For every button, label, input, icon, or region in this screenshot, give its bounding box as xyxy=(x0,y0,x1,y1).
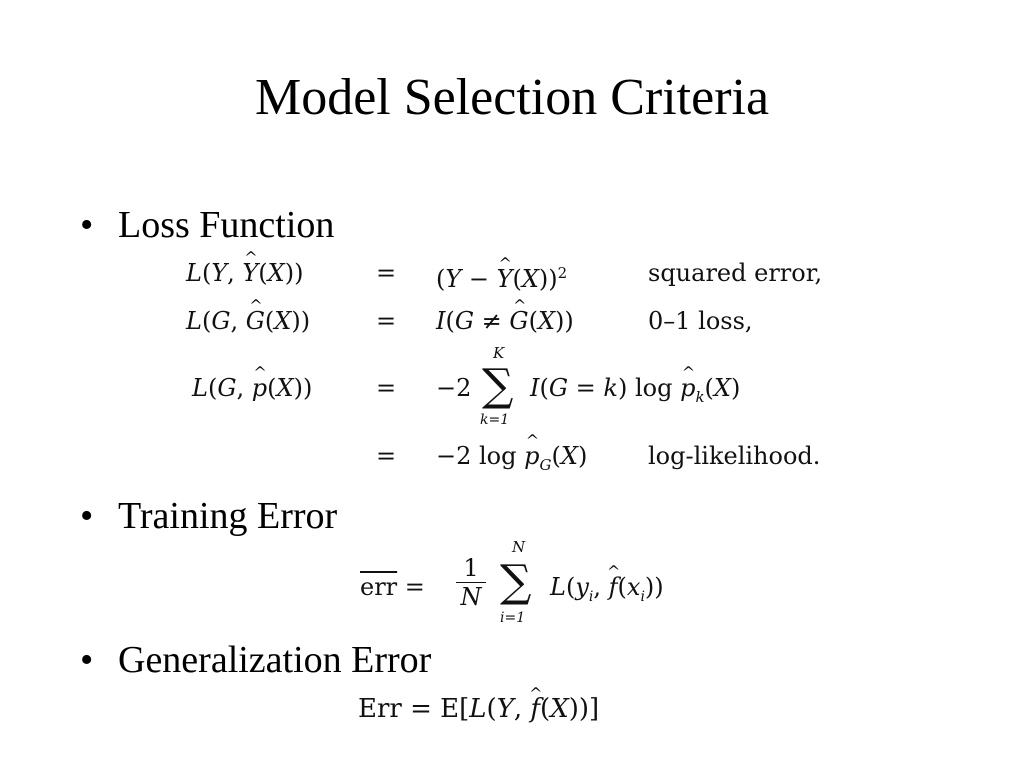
sum-upper-k: K xyxy=(493,344,505,362)
eq-zero-one-rhs: I(G ≠ G(X)) xyxy=(436,304,574,338)
fraction-numerator: 1 xyxy=(463,554,479,582)
bullet-icon: • xyxy=(80,495,94,537)
eq-zero-one-equals: = xyxy=(376,307,397,335)
training-error-rhs: L(yi, f(xi)) xyxy=(550,570,664,605)
eq-loglik-note: log-likelihood. xyxy=(648,442,821,470)
training-error-lhs: err = xyxy=(360,573,425,601)
eq-loglik-equals: = xyxy=(376,442,397,470)
bullet-loss-function: • Loss Function xyxy=(80,202,334,248)
eq-logloss-rhs: I(G = k) log pk(X) xyxy=(530,371,740,406)
eq-logloss-lhs: L(G, p(X)) xyxy=(192,371,312,405)
bullet-label: Training Error xyxy=(118,495,338,537)
sum-lower-i: i=1 xyxy=(500,610,526,626)
loss-function-equations: L(Y, Y(X)) = (Y − Y(X))2 squared error, … xyxy=(186,252,846,482)
eq-zero-one-lhs: L(G, G(X)) xyxy=(186,304,310,338)
slide-title: Model Selection Criteria xyxy=(254,69,770,126)
sum-upper-n: N xyxy=(512,538,526,556)
eq-squared-equals: = xyxy=(376,259,397,287)
sum-lower-k: k=1 xyxy=(480,412,510,428)
bullet-label: Loss Function xyxy=(118,204,335,246)
generalization-error-expression: Err = E[L(Y, f(X))] xyxy=(358,692,599,726)
bullet-icon: • xyxy=(80,639,94,681)
generalization-error-formula: Err = E[L(Y, f(X))] xyxy=(358,690,718,730)
bullet-generalization-error: • Generalization Error xyxy=(80,637,431,683)
bullet-icon: • xyxy=(80,204,94,246)
eq-logloss-coef: −2 xyxy=(436,374,472,402)
training-error-fraction: 1 N xyxy=(454,554,488,611)
summation-icon: ∑ xyxy=(482,360,514,411)
bullet-label: Generalization Error xyxy=(118,639,432,681)
summation-icon: ∑ xyxy=(500,556,532,607)
eq-squared-note: squared error, xyxy=(648,259,823,287)
eq-zero-one-note: 0–1 loss, xyxy=(648,307,753,335)
fraction-denominator: N xyxy=(460,583,482,611)
eq-squared-rhs: (Y − Y(X))2 xyxy=(436,256,567,293)
eq-logloss-equals: = xyxy=(376,374,397,402)
training-error-formula: err = 1 N N ∑ i=1 L(yi, f(xi)) xyxy=(360,538,740,638)
eq-loglik-rhs: −2 log pG(X) xyxy=(436,439,587,474)
fraction-bar xyxy=(456,582,486,583)
eq-squared-lhs: L(Y, Y(X)) xyxy=(186,256,303,290)
bullet-training-error: • Training Error xyxy=(80,493,337,539)
